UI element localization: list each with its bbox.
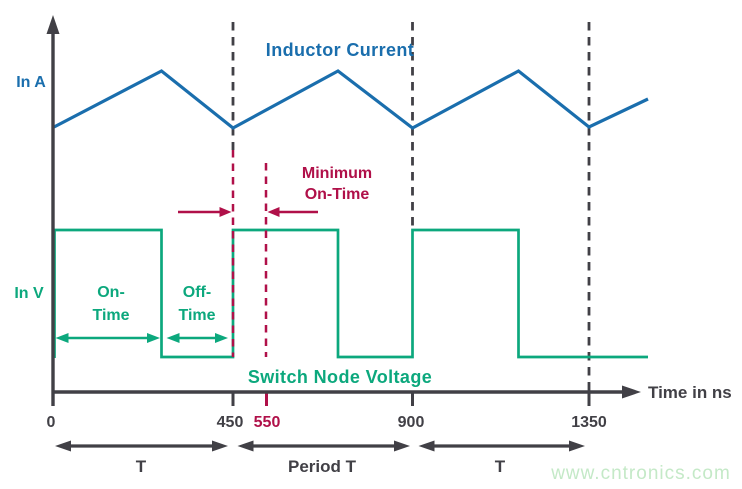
on-time-label-line1: On-	[97, 284, 125, 301]
period-t-span-arrow-head	[394, 440, 410, 452]
off-time-span-arrow-head	[166, 333, 180, 343]
t-span-arrow-left-head	[212, 440, 228, 452]
switch-node-voltage-wave	[53, 228, 648, 359]
x-axis-head	[622, 385, 641, 399]
y-axis-voltage-label: In V	[14, 285, 44, 302]
t-span-arrow-right-head	[569, 440, 585, 452]
t-span-label-right: T	[495, 457, 506, 476]
waveform-geometry	[46, 15, 649, 452]
on-time-span-arrow-head	[55, 333, 69, 343]
switch-node-voltage-label: Switch Node Voltage	[248, 367, 432, 387]
x-axis-label: Time in ns	[648, 383, 732, 402]
off-time-label-line2: Time	[178, 307, 215, 324]
on-time-label-line2: Time	[92, 307, 129, 324]
on-time-span-arrow-head	[147, 333, 160, 343]
t-span-label-left: T	[136, 457, 147, 476]
watermark: www.cntronics.com	[550, 463, 731, 484]
off-time-span-arrow-head	[215, 333, 228, 343]
min-on-time-arrow-into-450-head	[219, 207, 232, 217]
minimum-on-time-label-line1: Minimum	[302, 165, 372, 182]
off-time-label-line1: Off-	[183, 284, 211, 301]
inductor-current-wave	[53, 69, 649, 130]
y-axis-current-label: In A	[16, 74, 46, 91]
inductor-current-label: Inductor Current	[266, 40, 414, 60]
min-on-time-arrow-into-550-head	[267, 207, 280, 217]
y-axis-head	[46, 15, 60, 34]
tick-label-900: 900	[398, 414, 425, 431]
tick-label-450: 450	[217, 414, 244, 431]
minimum-on-time-label-line2: On-Time	[305, 186, 370, 203]
period-t-span-arrow-head	[237, 440, 254, 452]
tick-label-0: 0	[47, 414, 56, 431]
period-t-span-label: Period T	[288, 457, 357, 476]
tick-label-1350: 1350	[571, 414, 607, 431]
tick-label-550: 550	[254, 414, 281, 431]
t-span-arrow-right-head	[418, 440, 435, 452]
t-span-arrow-left-head	[55, 440, 71, 452]
